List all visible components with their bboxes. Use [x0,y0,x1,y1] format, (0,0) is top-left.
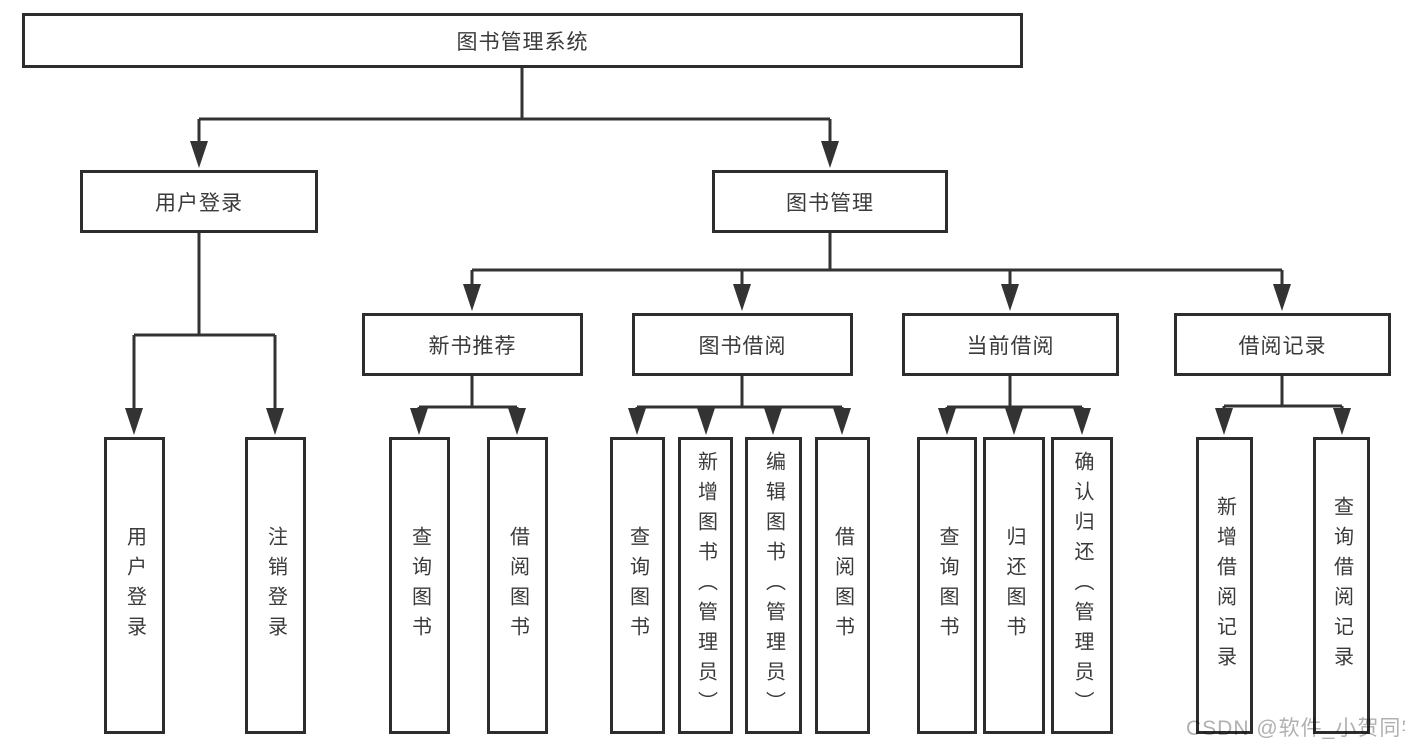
leaf-query-books-current: 查询图书 [917,437,977,734]
leaf-query-books-recommend: 查询图书 [389,437,450,734]
leaf-borrow-books-recommend: 借阅图书 [487,437,548,734]
arrowhead [1215,408,1233,435]
node-label: 确认归还（管理员） [1071,450,1093,721]
arrowhead [463,284,481,311]
node-label: 新增借阅记录 [1213,495,1236,676]
arrowhead [190,141,208,168]
node-label: 归还图书 [1003,525,1025,646]
node-label: 查询图书 [626,525,649,646]
node-label: 借阅记录 [1238,334,1327,358]
node-label: 图书借阅 [698,334,787,358]
arrowheads [125,141,1351,435]
arrowhead [833,408,851,435]
connector-book-management [470,233,1284,288]
connector-borrowing-records [1222,376,1344,414]
node-label: 借阅图书 [506,525,529,646]
arrowhead [1005,408,1023,435]
node-label: 查询图书 [936,525,958,646]
arrowhead [1001,284,1019,311]
arrowhead [508,408,526,435]
connector-new-book-recommendation [417,376,519,414]
node-current-borrowing: 当前借阅 [902,313,1119,376]
leaf-return-books: 归还图书 [983,437,1045,734]
node-label: 图书管理 [786,191,874,215]
leaf-add-books-admin: 新增图书（管理员） [678,437,733,734]
leaf-borrow-books: 借阅图书 [815,437,870,734]
csdn-watermark: CSDN @软件_小贺同学 [1186,717,1405,740]
leaf-add-borrow-record: 新增借阅记录 [1196,437,1253,734]
node-label: 新书推荐 [428,334,517,358]
leaf-edit-books-admin: 编辑图书（管理员） [745,437,802,734]
node-label: 新增图书（管理员） [694,450,717,721]
arrowhead [1273,284,1291,311]
node-label: 查询借阅记录 [1330,495,1353,676]
node-label: 当前借阅 [966,334,1055,358]
leaf-confirm-return-admin: 确认归还（管理员） [1051,437,1113,734]
arrowhead [628,408,646,435]
arrowhead [821,141,839,168]
node-label: 图书管理系统 [456,30,589,54]
connector-book-borrowing [635,376,844,414]
node-label: 用户登录 [155,191,243,215]
arrowhead [125,408,143,435]
arrowhead [410,408,428,435]
node-book-management: 图书管理 [712,170,948,233]
node-book-borrowing: 图书借阅 [632,313,853,376]
leaf-query-borrow-record: 查询借阅记录 [1313,437,1370,734]
node-label: 借阅图书 [831,525,854,646]
arrowhead [266,408,284,435]
arrowhead [938,408,956,435]
node-label: 用户登录 [123,525,146,646]
leaf-user-login: 用户登录 [104,437,165,734]
node-label: 编辑图书（管理员） [762,450,785,721]
arrowhead [1073,408,1091,435]
connector-root [197,68,832,145]
node-new-book-recommendation: 新书推荐 [362,313,583,376]
arrowhead [764,408,782,435]
arrowhead [733,284,751,311]
connector-user-login [132,233,277,412]
node-label: 注销登录 [264,525,287,646]
leaf-logout: 注销登录 [245,437,306,734]
node-borrowing-records: 借阅记录 [1174,313,1391,376]
arrowhead [697,408,715,435]
node-label: 查询图书 [408,525,431,646]
arrowhead [1333,408,1351,435]
leaf-query-books-borrow: 查询图书 [610,437,665,734]
node-library-system: 图书管理系统 [22,13,1023,68]
node-user-login: 用户登录 [80,170,318,233]
